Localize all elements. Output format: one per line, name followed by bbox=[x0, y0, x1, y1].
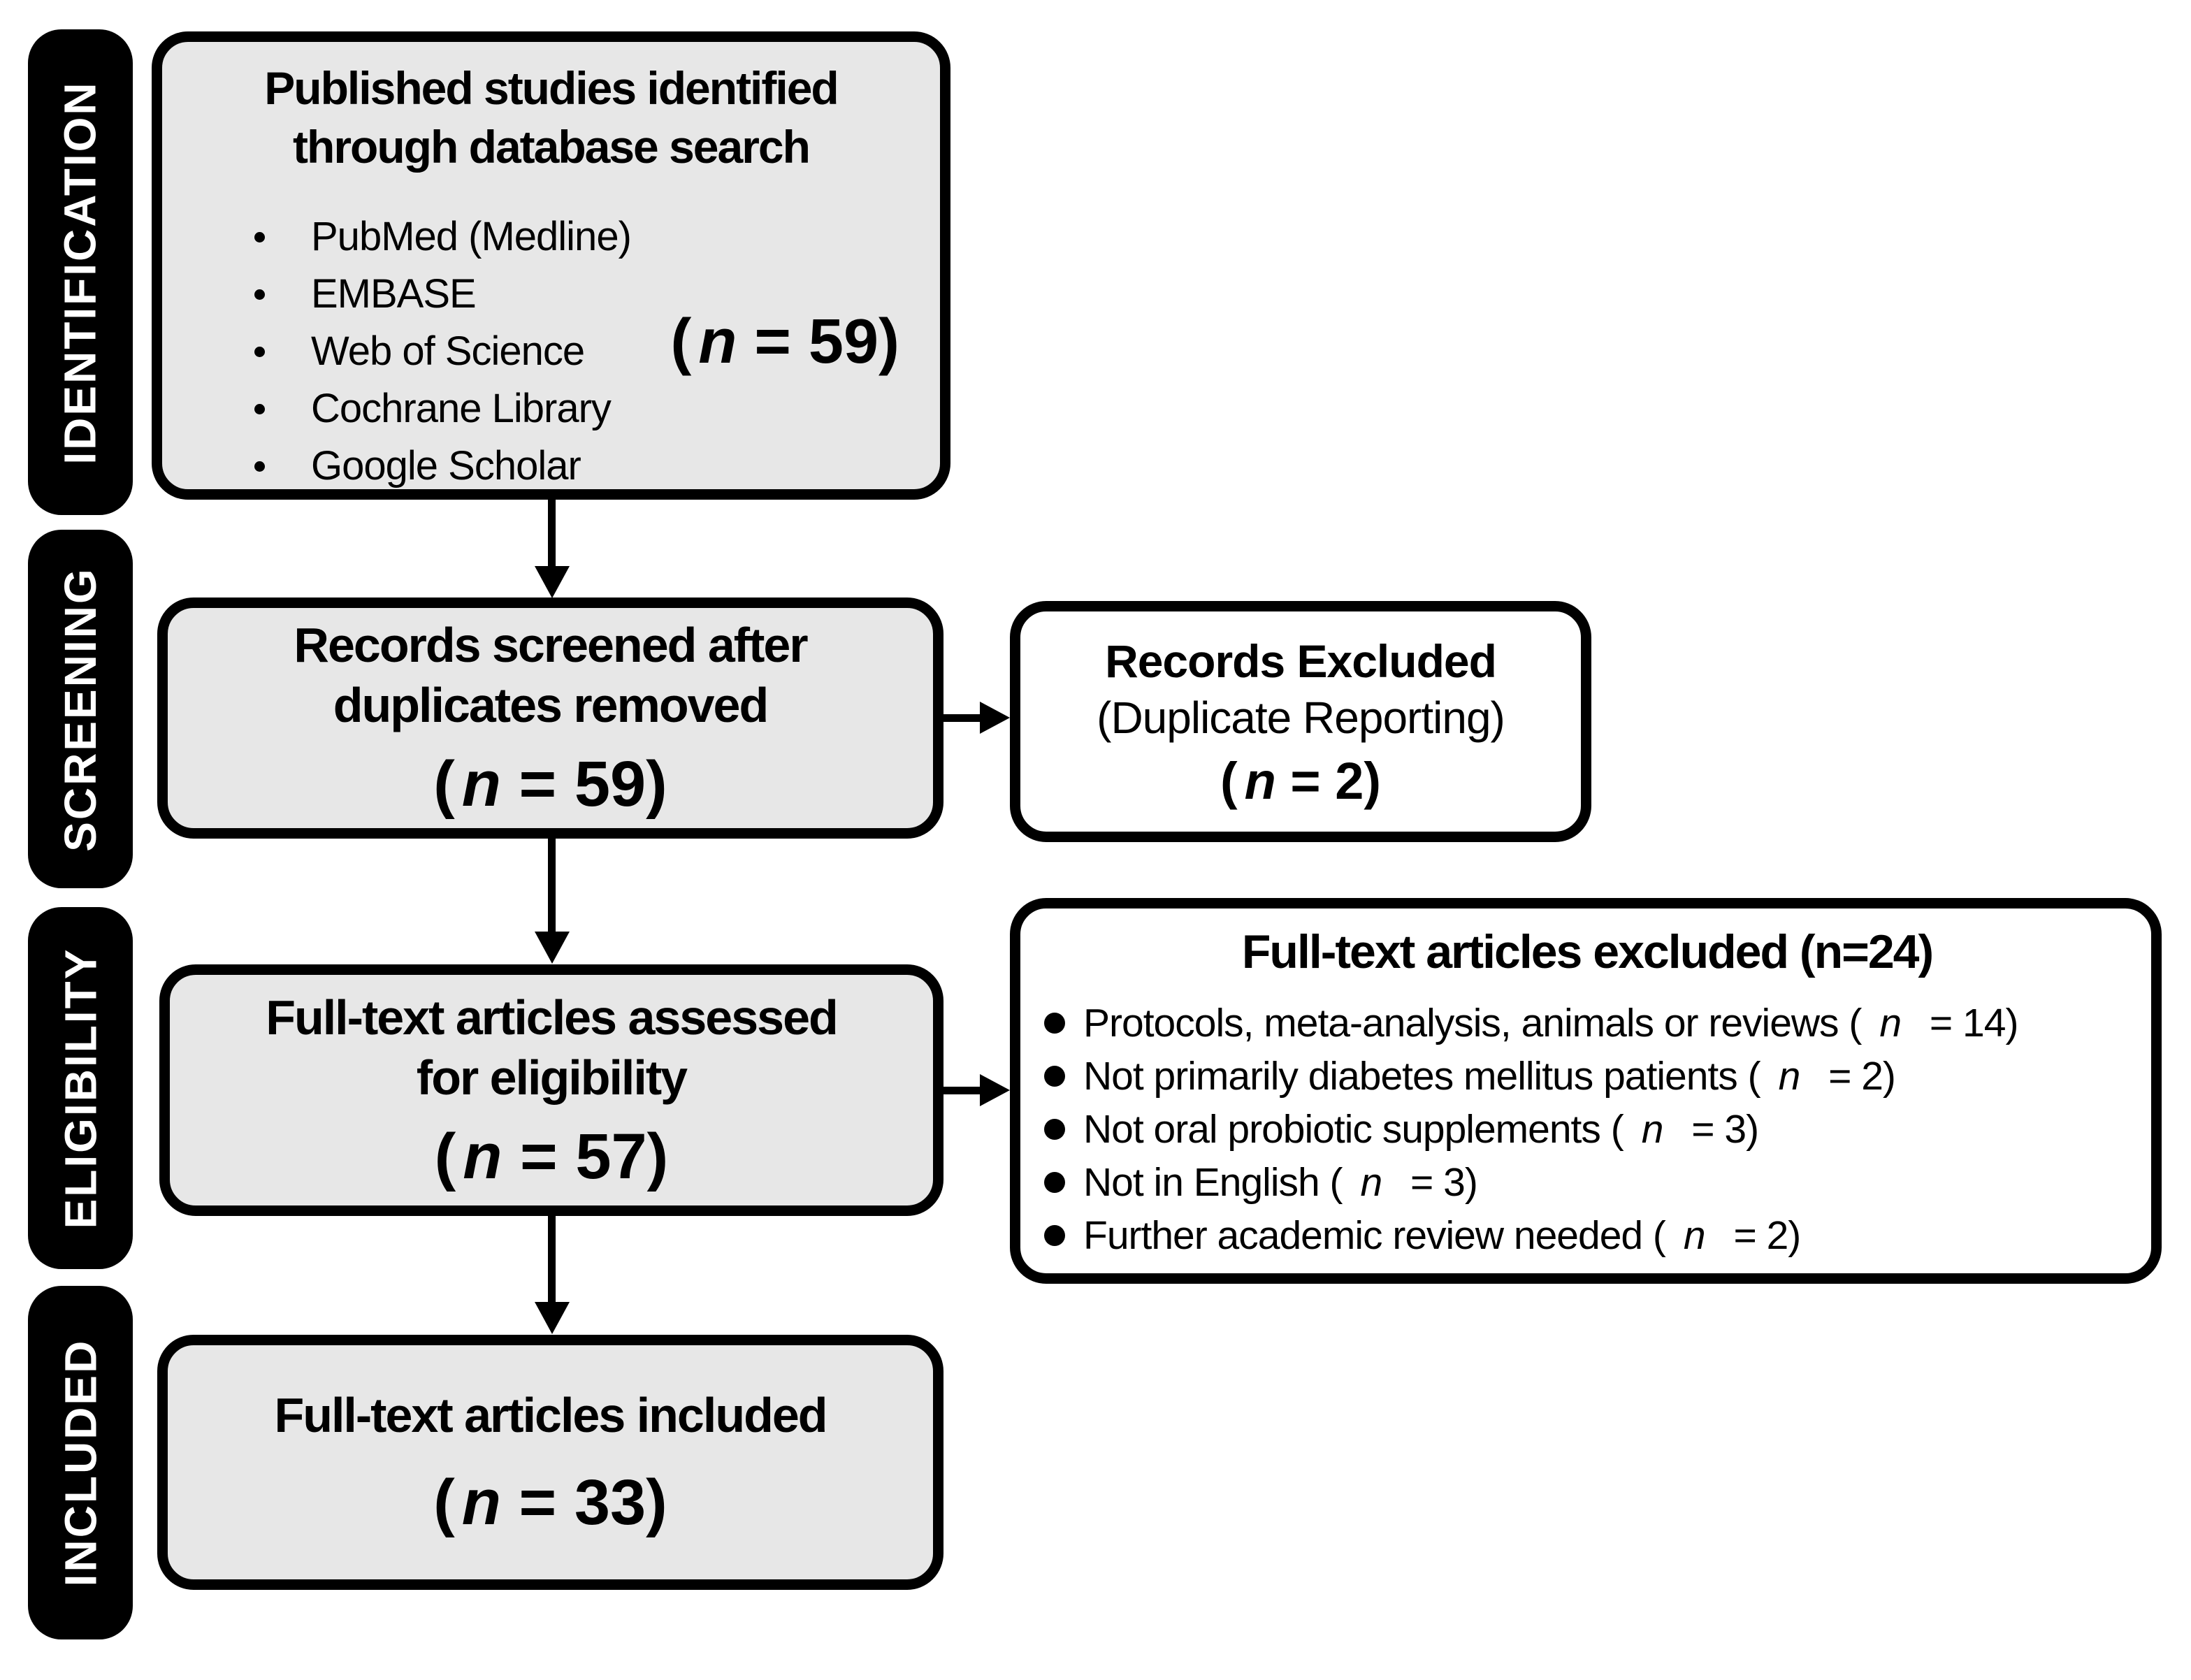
box-title: Full-text articles assessed for eligibil… bbox=[266, 987, 839, 1108]
count-variable: n bbox=[461, 748, 501, 820]
stage-label-included: INCLUDED bbox=[28, 1286, 133, 1639]
bullet-icon bbox=[254, 346, 265, 357]
database-list: PubMed (Medline) EMBASE Web of Science C… bbox=[190, 208, 912, 495]
count-variable: n bbox=[1683, 1213, 1706, 1258]
flow-arrow-right-head bbox=[980, 1074, 1010, 1106]
flow-arrow-down-head bbox=[535, 566, 570, 598]
list-item: Not primarily diabetes mellitus patients… bbox=[1044, 1050, 2130, 1103]
box-title: Full-text articles included bbox=[274, 1388, 827, 1442]
database-name: Web of Science bbox=[311, 328, 585, 374]
reason-text: Further academic review needed ( bbox=[1083, 1213, 1666, 1258]
stage-label-text: ELIGIBILITY bbox=[55, 947, 106, 1229]
list-item: Protocols, meta-analysis, animals or rev… bbox=[1044, 997, 2130, 1050]
fulltext-excluded-box: Full-text articles excluded (n=24) Proto… bbox=[1010, 898, 2162, 1284]
flow-arrow-down-shaft bbox=[548, 839, 556, 933]
flow-arrow-right-shaft bbox=[943, 714, 983, 722]
count-open: ( bbox=[433, 748, 455, 820]
stage-label-text: IDENTIFICATION bbox=[55, 80, 106, 465]
records-excluded-box: Records Excluded (Duplicate Reporting) (… bbox=[1010, 601, 1591, 842]
flow-arrow-down-head bbox=[535, 932, 570, 964]
list-item: Not oral probiotic supplements ( n = 3) bbox=[1044, 1103, 2130, 1156]
count-open: ( bbox=[433, 1467, 455, 1538]
count-variable: n bbox=[698, 307, 737, 377]
count-value: = 2) bbox=[1723, 1213, 1801, 1258]
list-item: Not in English ( n = 3) bbox=[1044, 1156, 2130, 1209]
count-variable: n bbox=[1244, 752, 1276, 810]
count-variable: n bbox=[463, 1120, 502, 1192]
stage-label-text: INCLUDED bbox=[55, 1338, 106, 1587]
count-variable: n bbox=[1879, 1001, 1902, 1045]
exclusion-reason-list: Protocols, meta-analysis, animals or rev… bbox=[1044, 997, 2130, 1262]
box-title: Records screened after duplicates remove… bbox=[294, 615, 808, 735]
list-item: PubMed (Medline) bbox=[254, 208, 912, 266]
record-count: (n = 59) bbox=[433, 748, 667, 821]
box-title-line2: for eligibility bbox=[416, 1050, 688, 1105]
database-name: PubMed (Medline) bbox=[311, 214, 632, 259]
stage-label-eligibility: ELIGIBILITY bbox=[28, 907, 133, 1269]
bullet-icon bbox=[1044, 1066, 1065, 1087]
reason-text: Protocols, meta-analysis, animals or rev… bbox=[1083, 1001, 1862, 1045]
record-count: (n = 57) bbox=[435, 1120, 669, 1194]
flow-arrow-right-head bbox=[980, 702, 1010, 734]
bullet-icon bbox=[1044, 1119, 1065, 1140]
box-title-line1: Full-text articles assessed bbox=[266, 990, 839, 1045]
count-value: = 59) bbox=[501, 748, 667, 820]
bullet-icon bbox=[254, 461, 265, 472]
record-count: (n = 33) bbox=[433, 1466, 667, 1540]
count-value: = 3) bbox=[1400, 1160, 1478, 1205]
list-item: Web of Science bbox=[254, 323, 912, 380]
stage-label-identification: IDENTIFICATION bbox=[28, 29, 133, 515]
box-title: Published studies identified through dat… bbox=[190, 59, 912, 176]
count-open: ( bbox=[434, 1120, 456, 1192]
box-title-line1: Records screened after bbox=[294, 618, 808, 672]
list-item: Cochrane Library bbox=[254, 380, 912, 437]
count-variable: n bbox=[1778, 1054, 1801, 1099]
count-variable: n bbox=[1360, 1160, 1383, 1205]
box-subtitle: (Duplicate Reporting) bbox=[1097, 693, 1505, 743]
count-value: = 3) bbox=[1681, 1107, 1759, 1152]
bullet-icon bbox=[1044, 1225, 1065, 1246]
records-screened-box: Records screened after duplicates remove… bbox=[157, 598, 943, 839]
fulltext-assessed-box: Full-text articles assessed for eligibil… bbox=[159, 964, 943, 1216]
box-title: Full-text articles excluded (n=24) bbox=[1241, 925, 1934, 978]
stage-label-text: SCREENING bbox=[55, 566, 106, 852]
list-item: Further academic review needed ( n = 2) bbox=[1044, 1209, 2130, 1262]
box-title-line2: through database search bbox=[293, 121, 811, 173]
count-value: = 59) bbox=[737, 307, 899, 377]
count-variable: n bbox=[461, 1467, 501, 1538]
flow-arrow-down-shaft bbox=[548, 500, 556, 570]
stage-label-screening: SCREENING bbox=[28, 530, 133, 888]
record-count: (n = 59) bbox=[670, 306, 899, 378]
bullet-icon bbox=[254, 403, 265, 414]
count-value: = 14) bbox=[1919, 1001, 2019, 1045]
bullet-icon bbox=[1044, 1013, 1065, 1034]
count-value: = 2) bbox=[1275, 752, 1381, 810]
count-value: = 57) bbox=[502, 1120, 669, 1192]
count-variable: n bbox=[1641, 1107, 1664, 1152]
flow-arrow-down-shaft bbox=[548, 1216, 556, 1303]
count-value: = 33) bbox=[501, 1467, 667, 1538]
box-title-line2: duplicates removed bbox=[333, 678, 769, 732]
record-count: (n = 2) bbox=[1220, 751, 1381, 811]
count-open: ( bbox=[670, 307, 692, 377]
reason-text: Not primarily diabetes mellitus patients… bbox=[1083, 1054, 1761, 1099]
count-open: ( bbox=[1220, 752, 1238, 810]
bullet-icon bbox=[254, 231, 265, 242]
identified-studies-box: Published studies identified through dat… bbox=[152, 31, 950, 500]
reason-text: Not in English ( bbox=[1083, 1160, 1343, 1205]
bullet-icon bbox=[254, 289, 265, 300]
box-title: Records Excluded bbox=[1105, 635, 1497, 687]
database-name: EMBASE bbox=[311, 271, 477, 317]
list-item: Google Scholar bbox=[254, 437, 912, 495]
database-name: Google Scholar bbox=[311, 443, 581, 488]
flow-arrow-down-head bbox=[535, 1302, 570, 1334]
database-name: Cochrane Library bbox=[311, 386, 612, 431]
fulltext-included-box: Full-text articles included (n = 33) bbox=[157, 1335, 943, 1590]
reason-text: Not oral probiotic supplements ( bbox=[1083, 1107, 1624, 1152]
count-value: = 2) bbox=[1818, 1054, 1896, 1099]
list-item: EMBASE bbox=[254, 266, 912, 323]
flow-arrow-right-shaft bbox=[943, 1087, 983, 1094]
box-title-line1: Published studies identified bbox=[264, 62, 839, 114]
bullet-icon bbox=[1044, 1172, 1065, 1193]
